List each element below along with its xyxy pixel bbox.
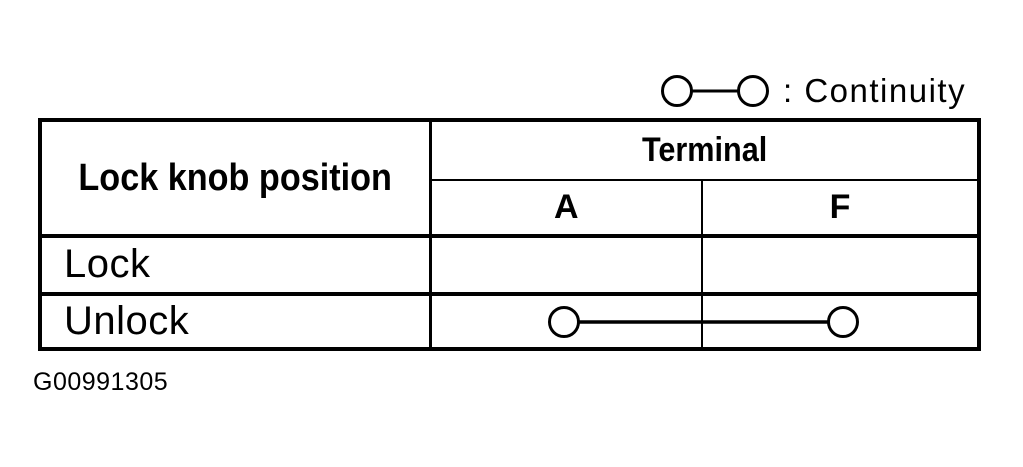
cell-lock-terminal-f: [702, 236, 979, 296]
row-unlock-position-cell: Unlock: [40, 293, 432, 349]
cell-lock-terminal-a: [430, 236, 703, 296]
header-terminal-f: F: [702, 179, 979, 239]
continuity-legend-label: : Continuity: [783, 72, 967, 109]
figure-id: G00991305: [33, 368, 169, 396]
cell-unlock-terminal-f: [702, 294, 979, 349]
header-terminal-a: A: [430, 179, 703, 239]
header-terminal-group: Terminal: [430, 120, 979, 181]
table-row-unlock: Unlock: [40, 293, 979, 349]
header-terminal-group-label: Terminal: [641, 130, 767, 169]
table-row-lock: Lock: [40, 236, 979, 296]
continuity-table-grid: Lock knob position Terminal A F: [38, 118, 981, 351]
header-terminal-f-label: F: [829, 187, 851, 226]
continuity-table: Lock knob position Terminal A F: [38, 118, 981, 351]
cell-unlock-terminal-a: [430, 293, 703, 349]
row-unlock-position-label: Unlock: [64, 298, 190, 343]
continuity-legend: : Continuity: [660, 71, 966, 111]
header-lock-knob-position-label: Lock knob position: [78, 156, 392, 199]
row-lock-position-label: Lock: [64, 242, 151, 287]
row-lock-position-cell: Lock: [40, 236, 432, 296]
continuity-symbol-icon: [661, 75, 769, 107]
header-lock-knob-position: Lock knob position: [40, 120, 432, 239]
header-terminal-a-label: A: [553, 187, 579, 226]
